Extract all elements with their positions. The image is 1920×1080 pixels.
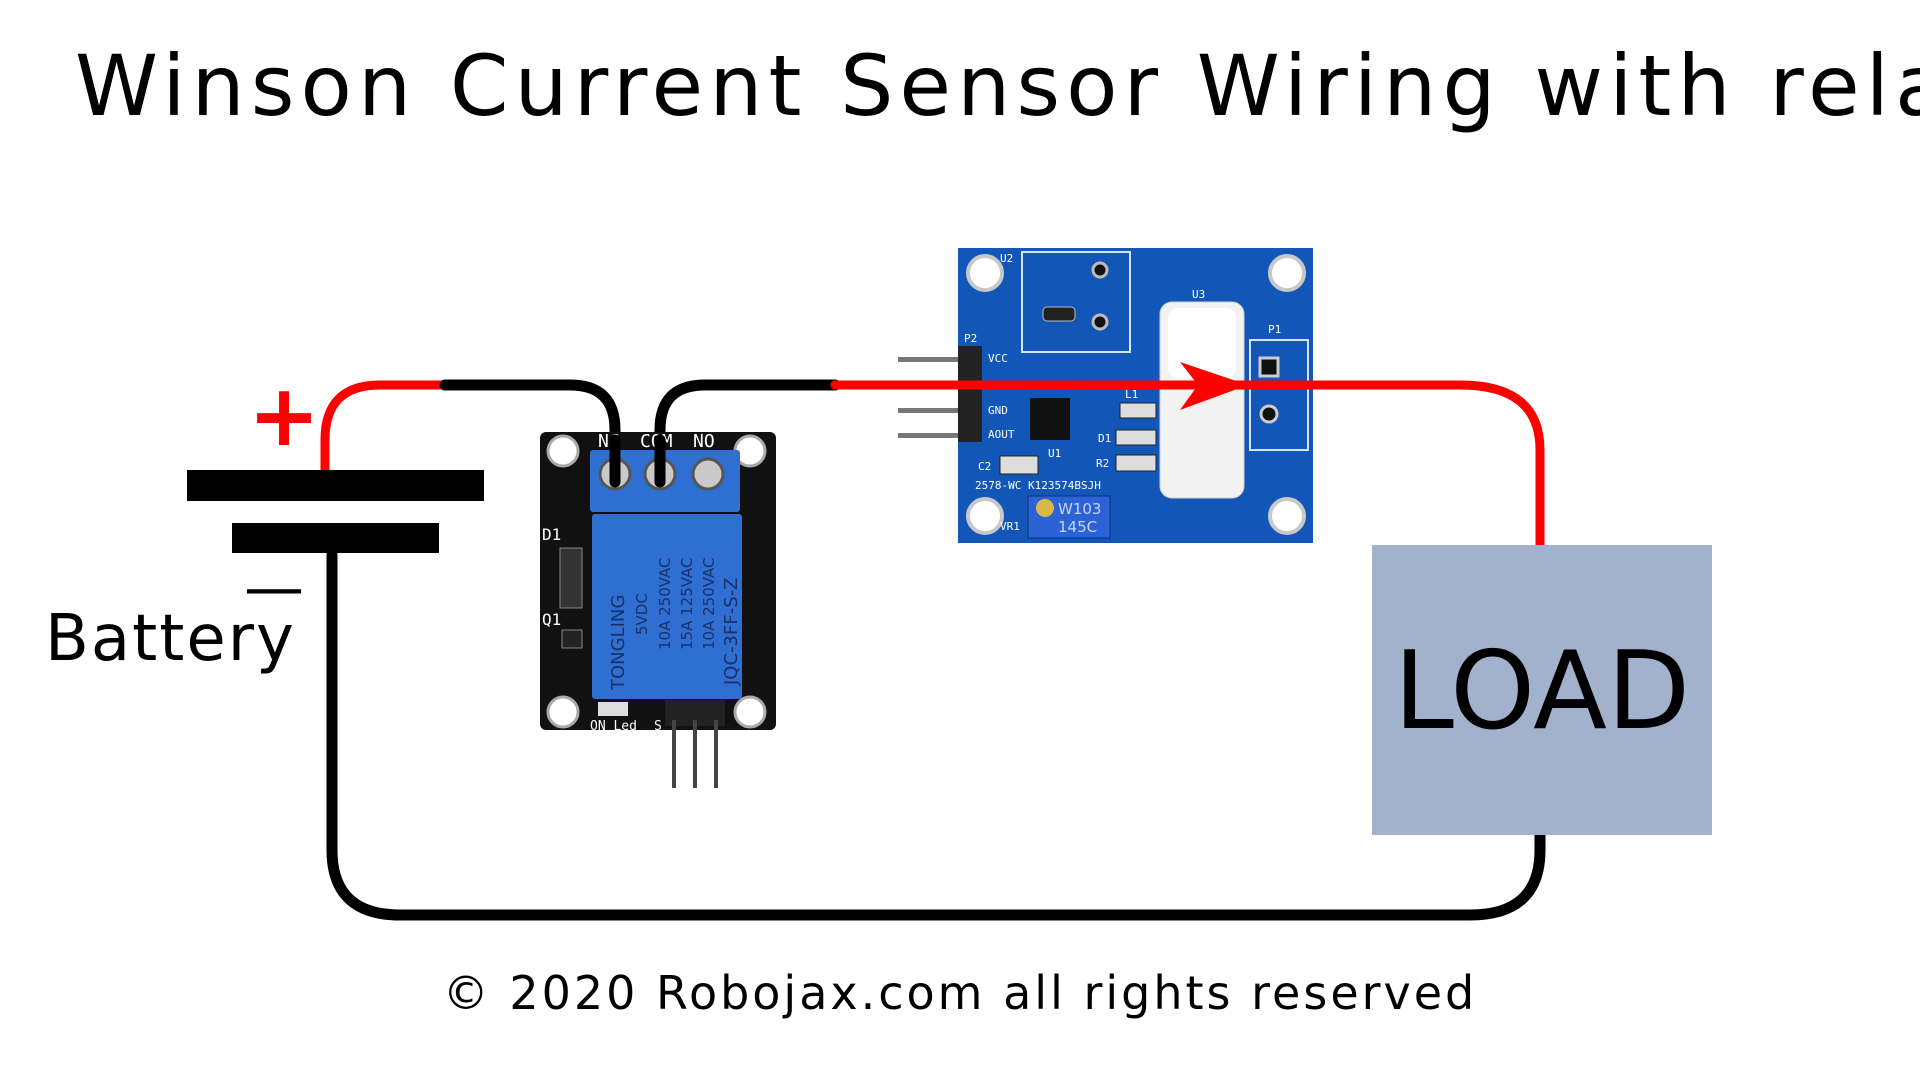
load-label: LOAD [1394,629,1690,754]
relay-pin [672,720,676,788]
relay-on-led-label: ON Led [590,719,637,734]
sensor-gnd-label: GND [988,404,1008,417]
sensor-header [958,346,982,442]
relay-mount-hole [546,695,580,729]
relay-transistor [561,629,583,649]
sensor-p1-outline [1249,339,1309,451]
sensor-board [958,248,1313,543]
sensor-pot-code: 145C [1058,518,1097,536]
sensor-u3-label: U3 [1192,288,1205,301]
relay-model: JQC-3FF-S-Z [721,578,742,686]
relay-pin [714,720,718,788]
sensor-l1 [1119,402,1157,419]
sensor-pin [898,433,963,438]
sensor-aout-label: AOUT [988,428,1015,441]
relay-mount-hole [546,434,580,468]
sensor-via [1091,313,1109,331]
battery-positive-plate [187,470,484,501]
battery-label: Battery [45,602,296,676]
sensor-p1-pad [1259,404,1279,424]
current-sensor-module: U2 U3 P1 P2 VCC GND AOUT U1 C2 L1 D1 R2 … [898,248,1313,543]
sensor-d1-label: D1 [1098,432,1111,445]
relay-brand: TONGLING [608,595,629,691]
relay-diode [559,547,583,609]
sensor-p1-label: P1 [1268,323,1281,336]
battery-negative-plate [232,523,439,553]
wire-sensor-to-load [830,380,1545,550]
sensor-part-number: 2578-WC K123574BSJH [975,479,1101,492]
relay-body [592,514,742,699]
relay-spec-3: 15A 125VAC [678,557,696,650]
sensor-mount-hole [1268,254,1306,292]
sensor-r2-label: R2 [1096,457,1109,470]
sensor-u1-chip [1030,398,1070,440]
sensor-pin [898,357,963,362]
sensor-vcc-label: VCC [988,352,1008,365]
load-box [1372,545,1712,835]
page-title: Winson Current Sensor Wiring with relay [75,37,1920,135]
battery-positive-symbol: + [248,366,320,466]
relay-d1-label: D1 [542,525,561,544]
sensor-c2-label: C2 [978,460,991,473]
copyright-notice: © 2020 Robojax.com all rights reserved [442,966,1478,1020]
relay-screw [691,457,725,491]
wire-return [326,549,1546,921]
sensor-vr1-label: VR1 [1000,520,1020,533]
sensor-pot-label: W103 [1058,500,1101,518]
relay-mount-hole [733,695,767,729]
sensor-hall-element-top [1168,308,1236,378]
sensor-d1 [1115,429,1157,446]
wire-relay-output [654,379,841,476]
sensor-u2-outline [1021,251,1131,353]
battery-negative-symbol: — [244,553,304,623]
relay-pin [693,720,697,788]
sensor-hall-pads [1042,306,1076,322]
relay-module: NC COM NO TONGLING 5VDC 10A 250VAC 15A 1… [540,431,776,788]
relay-q1-label: Q1 [542,610,561,629]
sensor-pot-knob [1036,499,1054,517]
battery-symbol [187,470,484,553]
sensor-r2 [1115,454,1157,472]
wire-relay-input [439,379,621,476]
sensor-mount-hole [966,254,1004,292]
sensor-p2-label: P2 [964,332,977,345]
relay-spec-2: 10A 250VAC [656,557,674,650]
relay-spec-1: 5VDC [633,593,651,635]
sensor-pin [898,408,963,413]
sensor-mount-hole [966,497,1004,535]
relay-on-led [598,702,628,716]
sensor-p1-pad [1258,356,1280,378]
relay-spec-4: 10A 250VAC [700,557,718,650]
arrow-right-icon [1180,362,1248,410]
relay-terminal-no: NO [693,431,715,452]
sensor-c2 [999,455,1039,475]
sensor-u1-label: U1 [1048,447,1061,460]
sensor-via [1091,261,1109,279]
sensor-u2-label: U2 [1000,252,1013,265]
relay-s-label: S [654,719,662,734]
wire-battery-positive [320,380,450,475]
sensor-mount-hole [1268,497,1306,535]
sensor-l1-label: L1 [1125,388,1138,401]
